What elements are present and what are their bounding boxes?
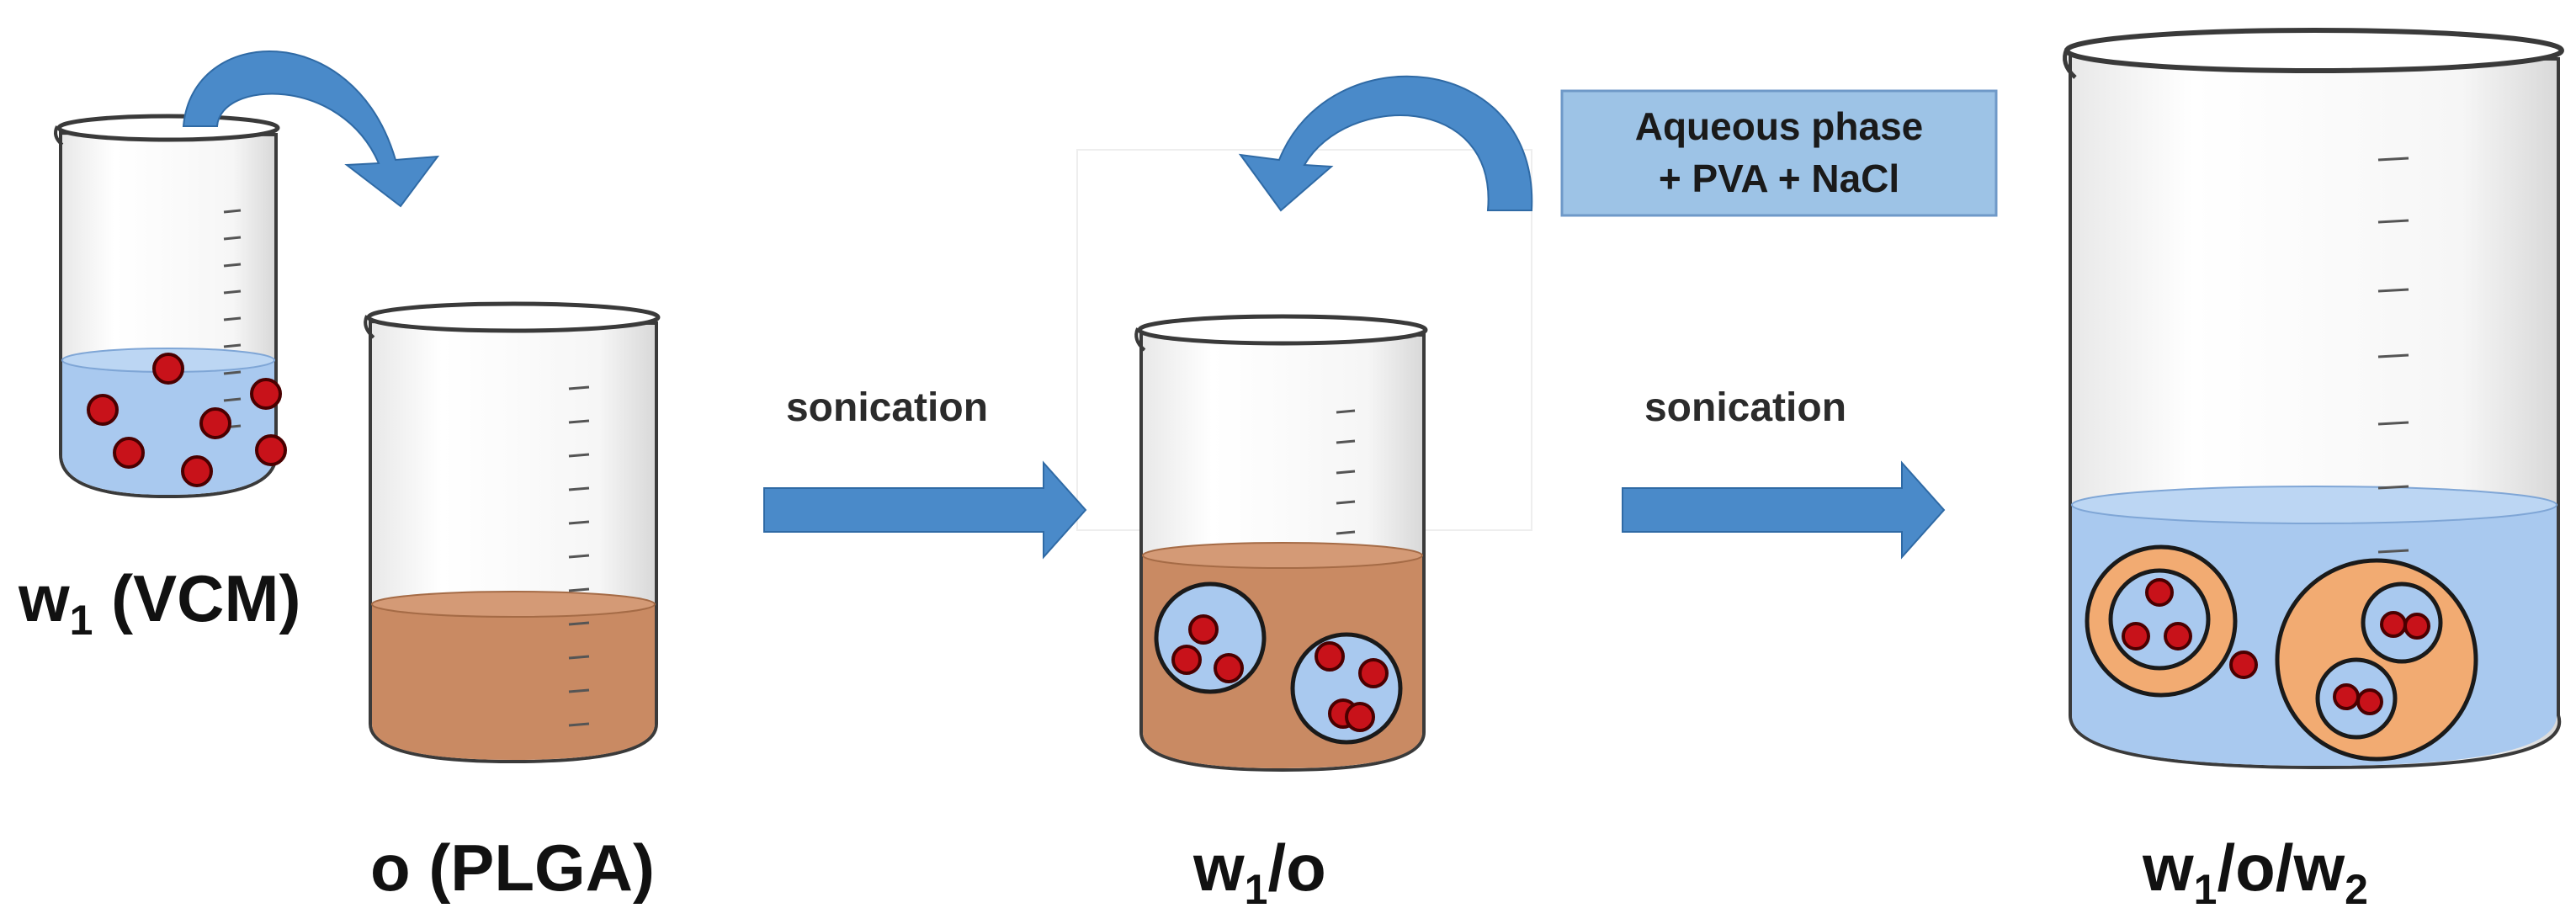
step-sonication-2: sonication: [1644, 385, 1846, 430]
w1-globule-2: [1290, 632, 1403, 745]
process-arrow-2: [1622, 460, 1946, 560]
oil-o: [372, 604, 655, 760]
beaker-o: [364, 301, 661, 764]
graduation-marks-w1o: [1336, 409, 1356, 535]
beaker-w1ow2: [2063, 28, 2564, 770]
double-emulsion-globule-1: [2085, 544, 2238, 698]
label-o-plga: o (PLGA): [370, 831, 655, 905]
vcm-droplets: [87, 353, 287, 487]
beaker-w1o: [1134, 314, 1428, 773]
aqueous-line-1: Aqueous phase: [1635, 104, 1924, 148]
pour-arrow-1: [182, 50, 440, 208]
beaker-w1: [54, 114, 287, 499]
w1-globule-1: [1154, 581, 1267, 694]
double-emulsion-globule-2: [2275, 558, 2478, 762]
label-w1ow2: w1/o/w2: [2142, 831, 2368, 913]
label-w1-vcm: w1 (VCM): [18, 561, 300, 644]
process-arrow-1: [763, 460, 1087, 560]
step-sonication-1: sonication: [786, 385, 988, 430]
aqueous-line-2: + PVA + NaCl: [1659, 157, 1899, 200]
pour-arrow-2: [1238, 75, 1533, 212]
graduation-marks-o: [568, 385, 590, 727]
graduation-marks-w1: [223, 209, 242, 429]
label-w1o: w1/o: [1192, 831, 1326, 913]
free-droplet: [2229, 651, 2258, 679]
aqueous-phase-box: Aqueous phase + PVA + NaCl: [1560, 89, 1998, 217]
